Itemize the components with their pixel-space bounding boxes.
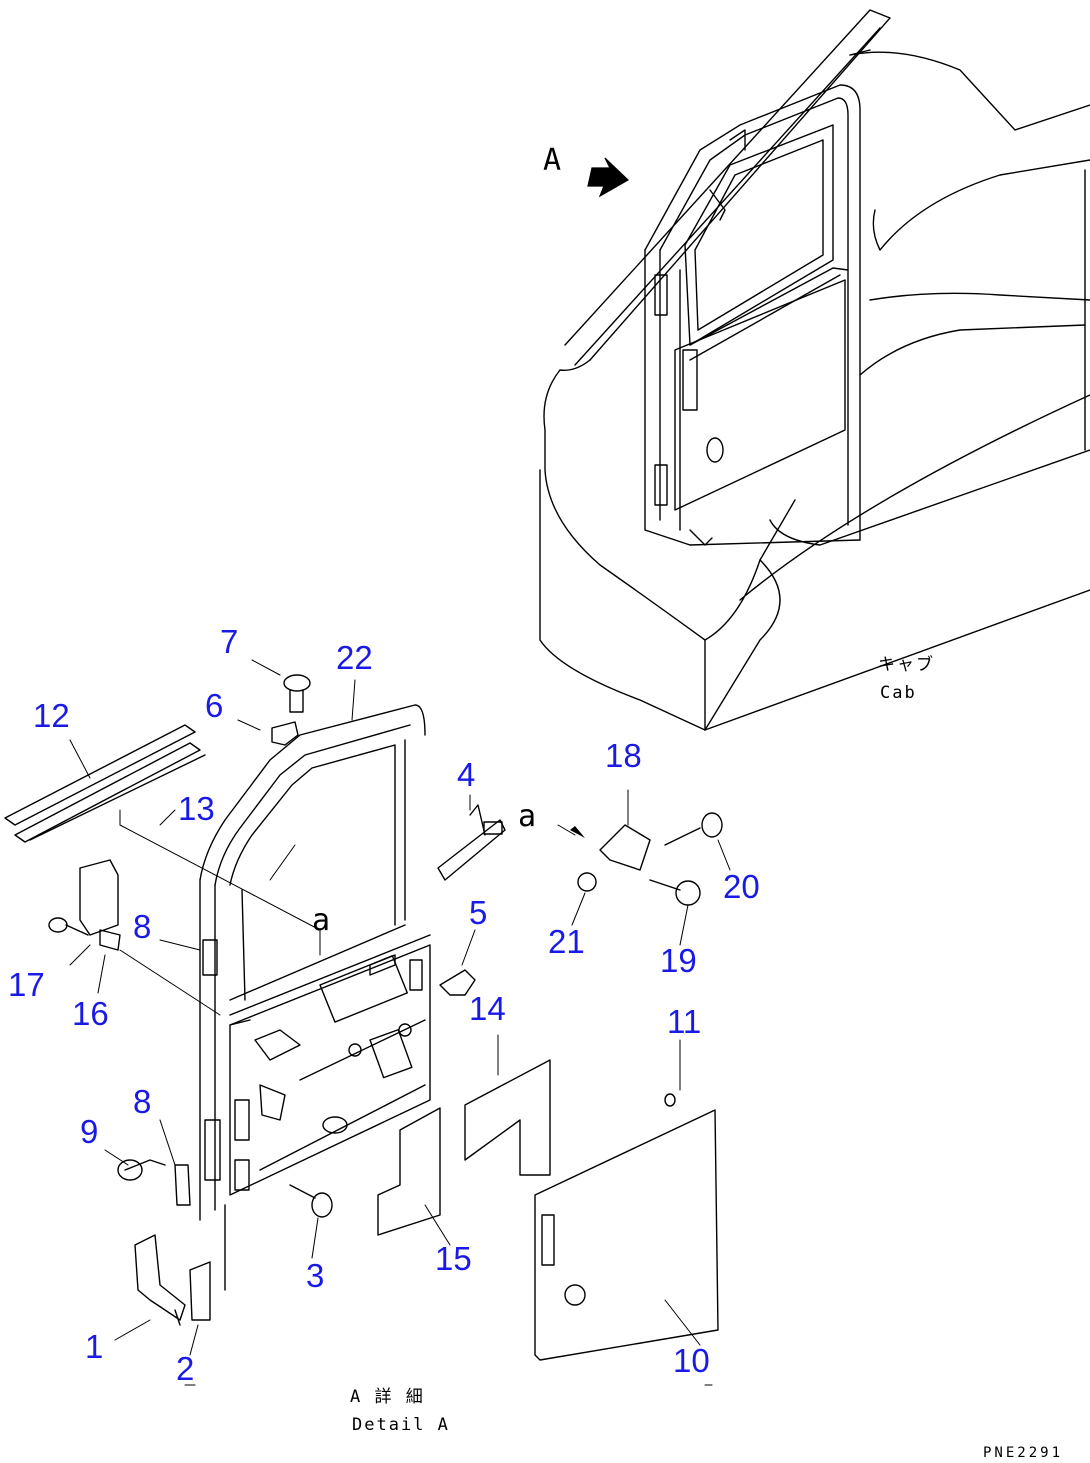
callout-11: 11	[667, 1003, 701, 1040]
view-arrow-icon	[587, 157, 629, 198]
cab-illustration: A キャブ Cab	[539, 9, 1090, 731]
cab-label-en: Cab	[880, 683, 917, 703]
callout-17: 17	[8, 966, 45, 1003]
sheet-15	[377, 1107, 441, 1236]
callout-1: 1	[85, 1328, 103, 1365]
view-marker-label: A	[543, 143, 561, 178]
callout-20: 20	[723, 868, 760, 905]
callout-22: 22	[336, 639, 373, 676]
rails	[4, 724, 321, 956]
section-mark-a-mid: a	[312, 903, 330, 938]
section-mark-a-top: a	[518, 799, 536, 834]
callout-6: 6	[205, 687, 223, 724]
callout-21: 21	[548, 923, 585, 960]
sheet-14	[464, 1059, 551, 1176]
door-frame	[199, 704, 431, 1291]
latch-5	[439, 969, 476, 996]
callout-8-upper: 8	[133, 908, 151, 945]
bolt-20	[664, 812, 723, 846]
callout-18: 18	[605, 737, 642, 774]
callout-4: 4	[457, 756, 475, 793]
callout-19: 19	[660, 942, 697, 979]
callout-15: 15	[435, 1240, 472, 1277]
bolt-19	[649, 879, 701, 906]
callout-7: 7	[220, 623, 238, 660]
callout-numbers: 1 2 3 4 5 6 7 8 8 9 10 11 12 13 14 15 16…	[8, 623, 760, 1387]
cab-label-jp: キャブ	[878, 654, 935, 675]
callout-13: 13	[178, 790, 215, 827]
leader-lines	[69, 659, 731, 1386]
callout-12: 12	[33, 697, 70, 734]
callout-5: 5	[469, 894, 487, 931]
callout-10: 10	[673, 1342, 710, 1379]
latch-18: a	[518, 789, 651, 871]
callout-3: 3	[306, 1257, 324, 1294]
callout-14: 14	[469, 990, 506, 1027]
callout-8-lower: 8	[133, 1083, 151, 1120]
hinge-4	[437, 804, 506, 881]
callout-16: 16	[72, 995, 109, 1032]
callout-9: 9	[80, 1113, 98, 1150]
panel-10	[534, 1093, 719, 1361]
bolt-3	[289, 1184, 333, 1218]
bolt-7	[271, 674, 311, 746]
detail-label-jp: A 詳 細	[350, 1387, 425, 1407]
drawing-code: PNE2291	[983, 1445, 1063, 1461]
pad-8-lower	[117, 1159, 191, 1206]
callout-2: 2	[176, 1350, 194, 1387]
nut-21	[577, 872, 597, 892]
bracket-1-2	[134, 1234, 211, 1326]
bracket-16	[48, 859, 221, 1016]
detail-label-en: Detail A	[352, 1415, 450, 1435]
